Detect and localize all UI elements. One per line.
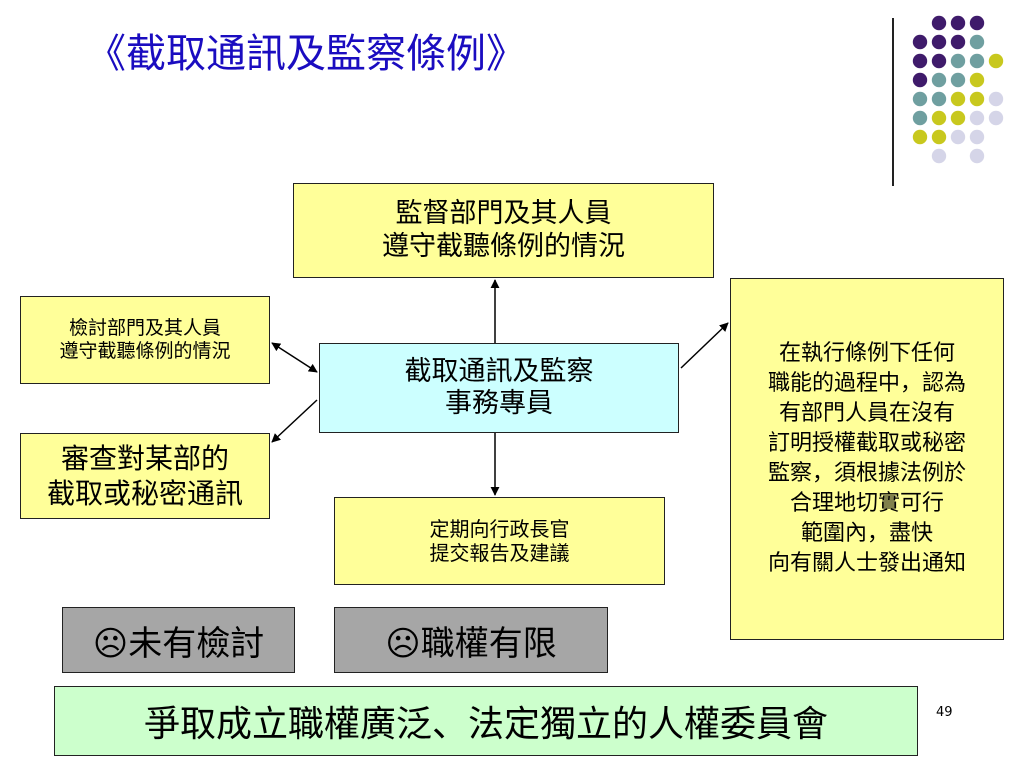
decorative-dot (969, 148, 985, 164)
decorative-dot (931, 110, 947, 126)
box-line: 合理地切實可行 (789, 491, 944, 517)
box-line: 監察，須根據法例於 (767, 461, 966, 486)
decorative-dot (950, 15, 966, 31)
decorative-dot (969, 110, 985, 126)
decorative-divider (892, 18, 894, 186)
decorative-dot (931, 72, 947, 88)
decorative-dot (969, 129, 985, 145)
decorative-dot (912, 91, 928, 107)
box-line: 監督部門及其人員 (395, 198, 612, 230)
decorative-dot (988, 110, 1004, 126)
box-line: 在執行條例下任何 (778, 340, 955, 366)
label-not-reviewed: ☹未有檢討 (62, 607, 295, 673)
decorative-dot (912, 34, 928, 50)
box-line: 截取通訊及監察 (404, 355, 594, 387)
box-line: 遵守截聽條例的情況 (382, 230, 625, 262)
decorative-dot (931, 15, 947, 31)
decorative-dot (931, 53, 947, 69)
box-line: 訂明授權截取或秘密 (767, 430, 966, 456)
decorative-dot (950, 91, 966, 107)
decorative-dot (912, 110, 928, 126)
box-line: 提交報告及建議 (429, 541, 570, 565)
box-line: 事務專員 (445, 388, 553, 419)
decorative-dot (912, 72, 928, 88)
box-report-to-chief-executive: 定期向行政長官 提交報告及建議 (334, 497, 665, 585)
decorative-dot (931, 34, 947, 50)
decorative-dot (969, 53, 985, 69)
box-notification-duty: 在執行條例下任何 職能的過程中，認為 有部門人員在沒有 訂明授權截取或秘密 監察… (730, 278, 1004, 640)
box-examine-interception: 審查對某部的 截取或秘密通訊 (20, 433, 270, 519)
box-line: 有部門人員在沒有 (778, 400, 955, 426)
decorative-dot (969, 72, 985, 88)
label-human-rights-commission: 爭取成立職權廣泛、法定獨立的人權委員會 (54, 686, 918, 756)
box-review-departments: 檢討部門及其人員 遵守截聽條例的情況 (20, 296, 270, 384)
label-limited-powers: ☹職權有限 (334, 607, 608, 673)
box-line: 向有關人士發出通知 (767, 551, 966, 577)
box-monitor-departments: 監督部門及其人員 遵守截聽條例的情況 (293, 183, 714, 278)
box-line: 審查對某部的 (60, 442, 229, 475)
decorative-dot (988, 53, 1004, 69)
decorative-dot (912, 53, 928, 69)
decorative-dot (950, 34, 966, 50)
box-line: 職能的過程中，認為 (767, 370, 966, 396)
decorative-dot (988, 91, 1004, 107)
box-line: 截取或秘密通訊 (46, 477, 243, 510)
box-line: 定期向行政長官 (429, 517, 570, 541)
arrow-center-to-left2 (271, 399, 318, 443)
box-commissioner: 截取通訊及監察 事務專員 (319, 343, 679, 433)
decorative-dot (931, 148, 947, 164)
decorative-dot (912, 129, 928, 145)
arrow-center-left1 (271, 342, 318, 373)
decorative-dot (969, 91, 985, 107)
box-line: 檢討部門及其人員 (68, 317, 221, 340)
box-line: 遵守截聽條例的情況 (59, 340, 231, 362)
decorative-dot (950, 72, 966, 88)
decorative-dot (950, 129, 966, 145)
slide-title: 《截取通訊及監察條例》 (86, 31, 526, 77)
page-number: 49 (936, 705, 953, 720)
box-line: 範圍內，盡快 (800, 521, 933, 547)
decorative-dot (950, 53, 966, 69)
arrow-center-to-right (680, 322, 729, 369)
decorative-dot (969, 34, 985, 50)
decorative-dot (950, 110, 966, 126)
decorative-dot (969, 15, 985, 31)
decorative-dot (931, 91, 947, 107)
decorative-dot (931, 129, 947, 145)
